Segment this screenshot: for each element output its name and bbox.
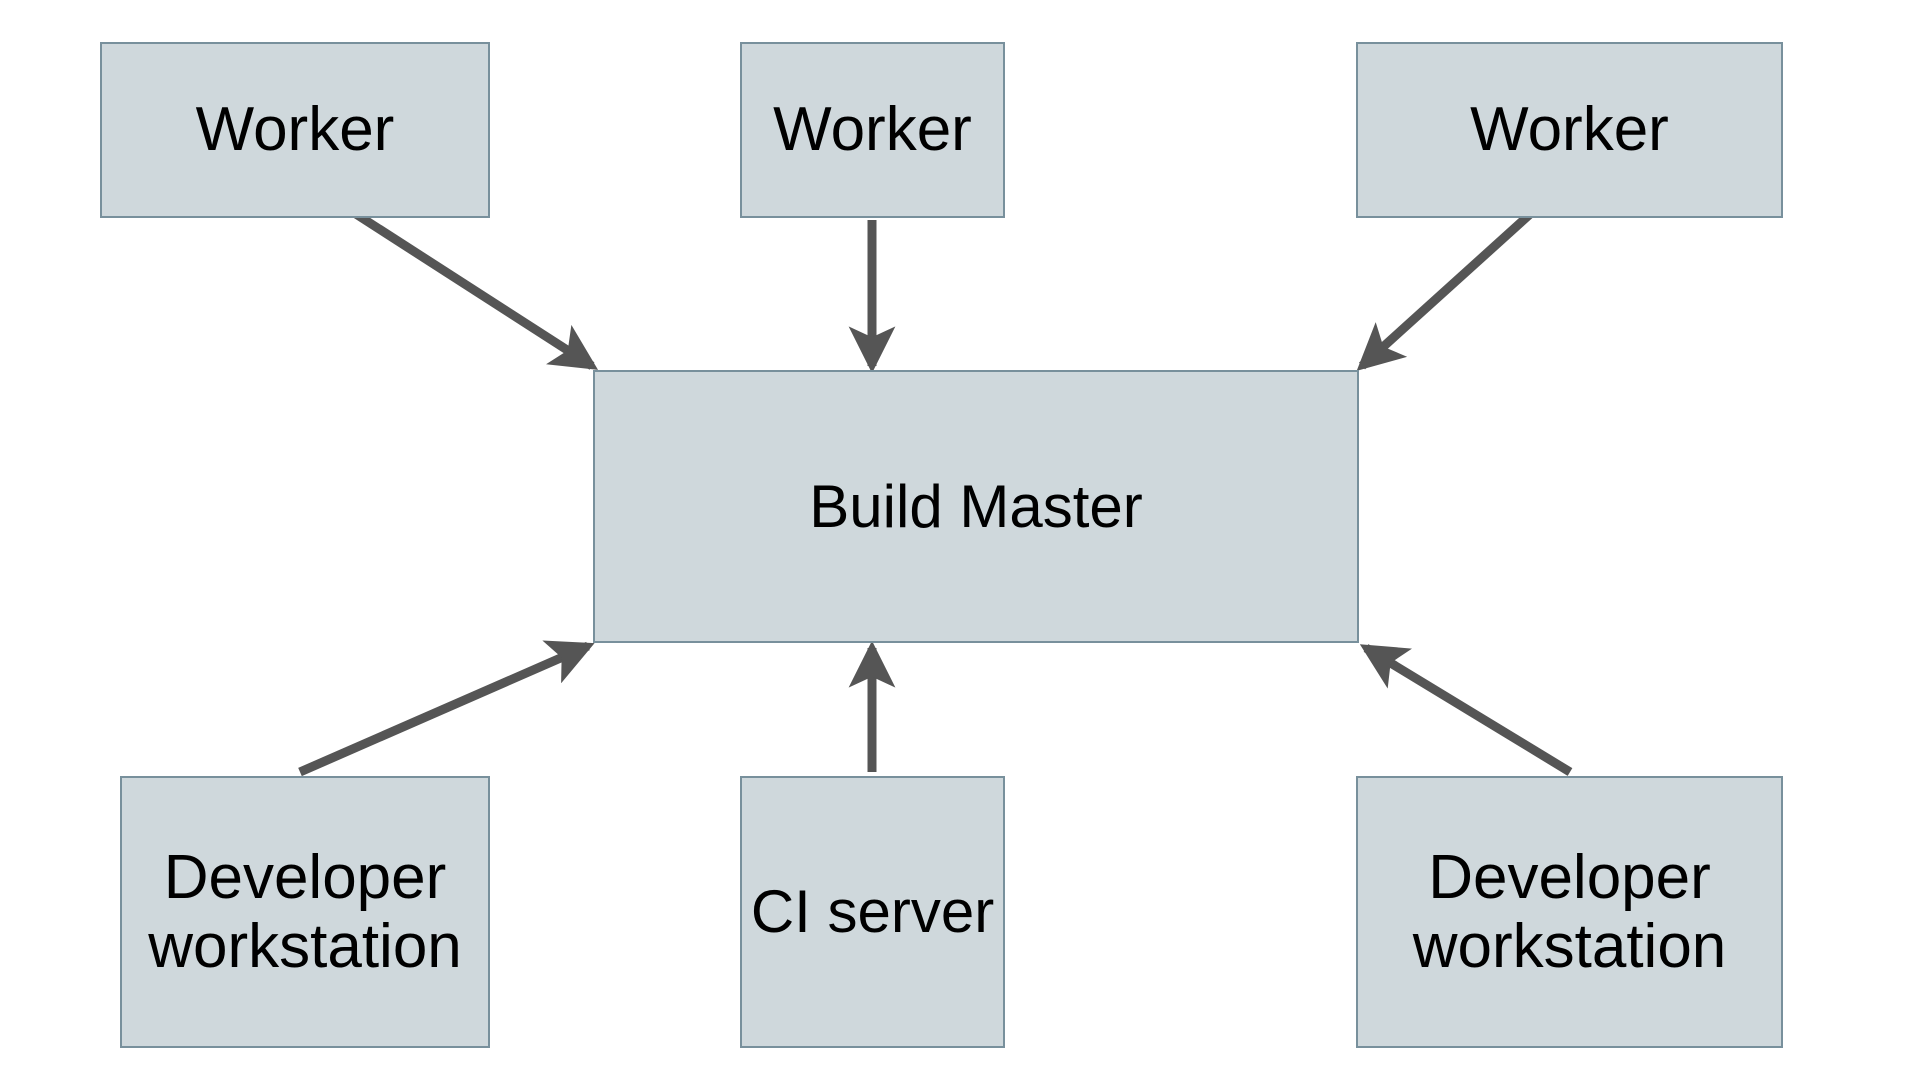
node-label-worker-right: Worker <box>1470 95 1669 165</box>
node-ci-server[interactable]: CI server <box>740 776 1005 1048</box>
node-label-build-master: Build Master <box>809 472 1143 540</box>
edge-devws-left-to-master <box>298 640 595 777</box>
node-label-developer-workstation-left: Developer workstation <box>148 842 462 981</box>
edge-devws-right-to-master <box>1359 644 1573 776</box>
node-label-worker-center: Worker <box>773 95 972 165</box>
node-developer-workstation-left[interactable]: Developer workstation <box>120 776 490 1048</box>
node-build-master[interactable]: Build Master <box>593 370 1359 643</box>
node-label-developer-workstation-right: Developer workstation <box>1412 842 1727 981</box>
node-developer-workstation-right[interactable]: Developer workstation <box>1356 776 1783 1048</box>
node-label-worker-left: Worker <box>195 95 395 165</box>
node-worker-left[interactable]: Worker <box>100 42 490 218</box>
node-worker-center[interactable]: Worker <box>740 42 1005 218</box>
node-label-ci-server: CI server <box>750 878 995 946</box>
node-worker-right[interactable]: Worker <box>1356 42 1783 218</box>
